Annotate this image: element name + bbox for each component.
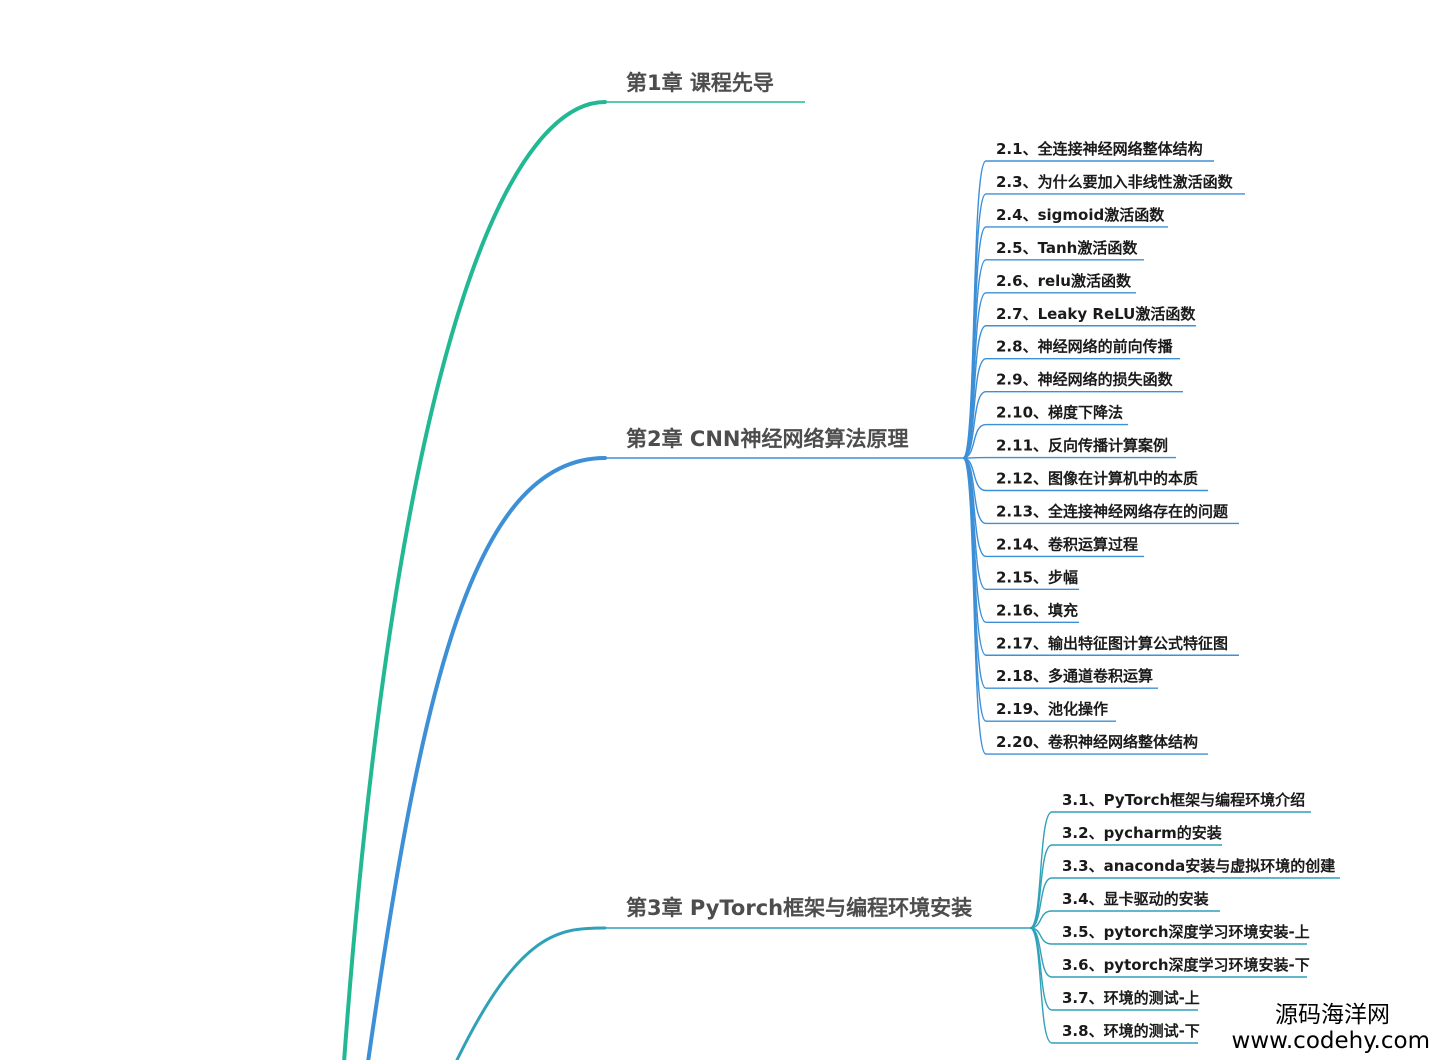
section-title[interactable]: 2.13、全连接神经网络存在的问题 (996, 502, 1229, 520)
section-title[interactable]: 2.16、填充 (996, 601, 1078, 619)
section-title[interactable]: 3.5、pytorch深度学习环境安装-上 (1062, 923, 1310, 941)
section-title[interactable]: 3.1、PyTorch框架与编程环境介绍 (1062, 791, 1305, 809)
chapter-branch-curve (342, 100, 607, 1060)
section-title[interactable]: 2.9、神经网络的损失函数 (996, 371, 1174, 389)
mind-map-sections: 2.1、全连接神经网络整体结构 2.3、为什么要加入非线性激活函数 2.4、sigm… (996, 140, 1336, 1040)
section-title[interactable]: 2.5、Tanh激活函数 (996, 239, 1138, 257)
section-connector (962, 358, 987, 459)
watermark-url: www.codehy.com (1231, 1027, 1430, 1054)
section-title[interactable]: 2.4、sigmoid激活函数 (996, 206, 1165, 224)
section-title[interactable]: 2.18、多通道卷积运算 (996, 667, 1153, 685)
section-title[interactable]: 2.10、梯度下降法 (996, 404, 1123, 422)
chapter-title[interactable]: 第1章 课程先导 (626, 71, 774, 95)
section-title[interactable]: 2.1、全连接神经网络整体结构 (996, 140, 1203, 158)
section-title[interactable]: 3.8、环境的测试-下 (1062, 1022, 1200, 1040)
chapter-branch-curve (455, 926, 607, 1060)
section-connector (962, 390, 987, 459)
section-connector (962, 423, 987, 459)
chapter-branch-curve (366, 456, 607, 1060)
section-title[interactable]: 2.19、池化操作 (996, 700, 1108, 718)
section-connector (962, 457, 987, 755)
chapter-title[interactable]: 第3章 PyTorch框架与编程环境安装 (626, 896, 972, 920)
section-title[interactable]: 2.8、神经网络的前向传播 (996, 338, 1174, 356)
section-title[interactable]: 3.7、环境的测试-上 (1062, 989, 1200, 1007)
section-title[interactable]: 2.15、步幅 (996, 568, 1078, 586)
watermark-name: 源码海洋网 (1275, 1002, 1390, 1029)
section-connector (962, 325, 987, 459)
section-connector (1029, 844, 1053, 929)
section-title[interactable]: 2.12、图像在计算机中的本质 (996, 470, 1198, 488)
mind-map-branches (342, 100, 1340, 1060)
section-title[interactable]: 2.17、输出特征图计算公式特征图 (996, 634, 1228, 652)
section-title[interactable]: 2.3、为什么要加入非线性激活函数 (996, 173, 1234, 191)
section-title[interactable]: 3.3、anaconda安装与虚拟环境的创建 (1062, 857, 1336, 875)
watermark: 源码海洋网 www.codehy.com (1232, 1003, 1430, 1054)
section-connector (1029, 927, 1053, 1044)
chapter-title[interactable]: 第2章 CNN神经网络算法原理 (626, 427, 908, 451)
section-title[interactable]: 3.4、显卡驱动的安装 (1062, 890, 1210, 908)
section-connector (1029, 877, 1053, 929)
section-connector (1029, 910, 1053, 929)
section-title[interactable]: 2.7、Leaky ReLU激活函数 (996, 305, 1196, 323)
section-title[interactable]: 3.6、pytorch深度学习环境安装-下 (1062, 956, 1310, 974)
section-title[interactable]: 3.2、pycharm的安装 (1062, 824, 1223, 842)
section-title[interactable]: 2.14、卷积运算过程 (996, 535, 1138, 553)
section-title[interactable]: 2.20、卷积神经网络整体结构 (996, 733, 1198, 751)
section-title[interactable]: 2.6、relu激活函数 (996, 272, 1132, 290)
section-connector (1029, 811, 1053, 929)
section-title[interactable]: 2.11、反向传播计算案例 (996, 437, 1168, 455)
